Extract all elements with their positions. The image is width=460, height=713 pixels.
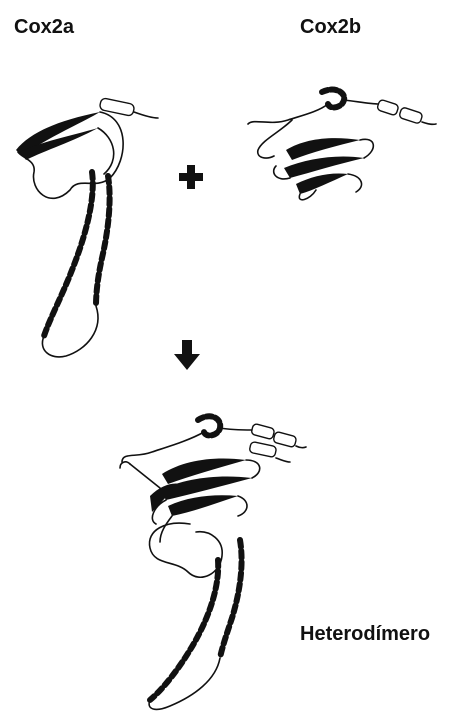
heterodimer-cylinder-helices: [220, 423, 306, 462]
heterodimer-helix-right: [220, 540, 242, 658]
heterodimer-helix-left: [150, 560, 218, 700]
heterodimer-loop: [149, 523, 222, 577]
